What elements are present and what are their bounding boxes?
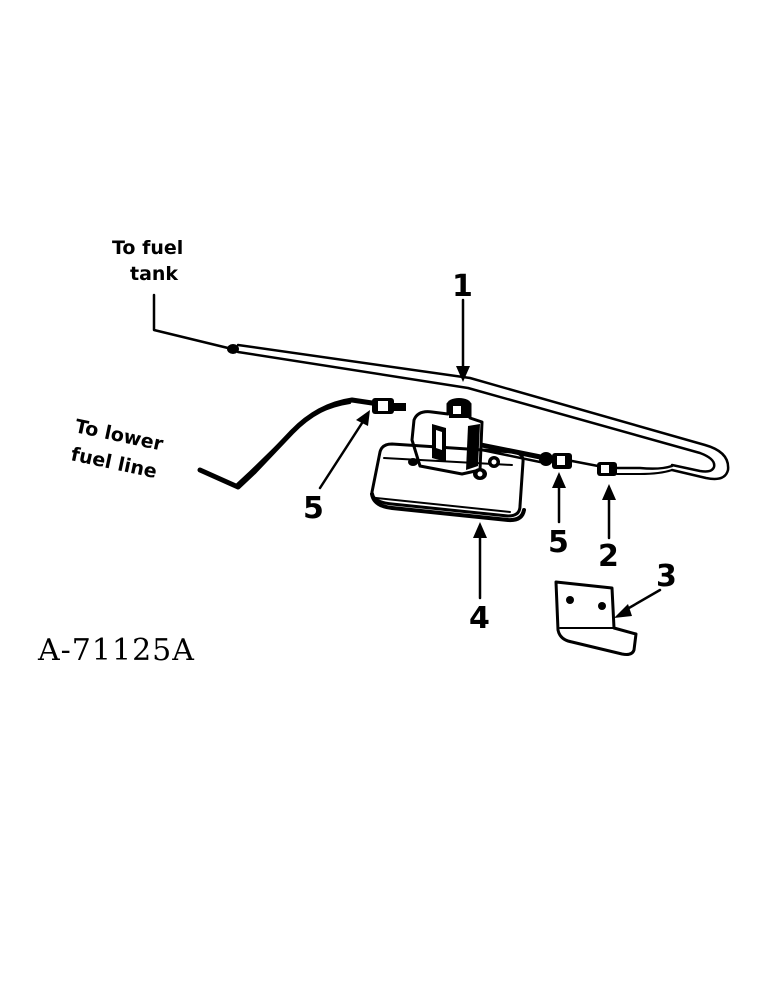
callout-1: 1 <box>452 269 473 304</box>
connector-fitting <box>597 462 674 476</box>
outlet-line <box>480 442 544 464</box>
callout-leaders <box>318 298 662 618</box>
callout-5-right: 5 <box>548 525 569 560</box>
lower-fuel-line <box>197 397 375 490</box>
callout-2: 2 <box>598 539 619 574</box>
note-fuel-tank-line2: tank <box>130 263 178 285</box>
note-fuel-tank-line1: To fuel <box>112 237 183 259</box>
elbow-fitting-left <box>372 398 406 414</box>
callout-4: 4 <box>469 601 490 636</box>
fuel-line-to-tank <box>152 293 730 481</box>
callout-3: 3 <box>656 559 677 594</box>
figure-number: A-71125A <box>37 633 195 668</box>
callout-5-left: 5 <box>303 491 324 526</box>
elbow-fitting-right <box>539 452 600 469</box>
mounting-bracket <box>554 580 638 656</box>
fuel-filter <box>370 398 542 523</box>
